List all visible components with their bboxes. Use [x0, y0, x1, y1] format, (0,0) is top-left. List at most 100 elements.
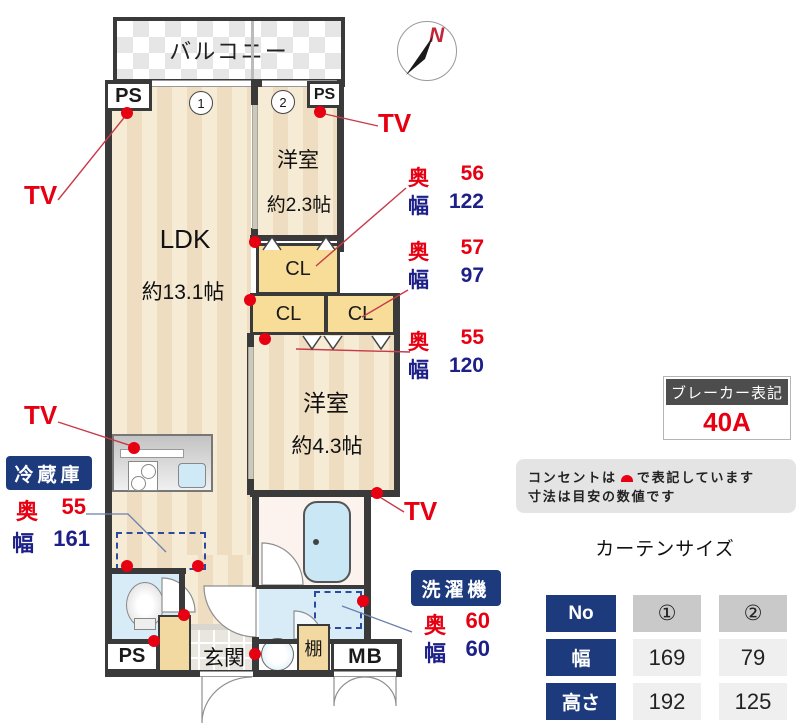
closet-label: CL [285, 257, 311, 280]
note-line-2: 寸法は目安の数値です [528, 489, 677, 504]
tv-annotation: TV [378, 108, 412, 138]
wall-toilet-top [105, 568, 186, 574]
wall-partition-stub-top [251, 87, 258, 105]
curtain-col1-height: 192 [633, 683, 701, 720]
window-1 [152, 80, 251, 87]
bathtub [303, 501, 351, 583]
ps-label: PS [115, 84, 142, 107]
outlet-dot [249, 648, 261, 660]
width-label: 幅 [408, 269, 429, 292]
curtain-col2-width: 79 [719, 639, 787, 676]
window-2 [262, 80, 337, 87]
wall-bath-laundry-divider [256, 585, 368, 589]
width-value: 161 [53, 526, 90, 551]
tv-annotation: TV [404, 496, 438, 526]
outlet-dot [178, 609, 190, 621]
outlet-dot [192, 560, 204, 572]
curtain-col1-no: ① [633, 595, 701, 632]
outlet-dot [121, 560, 133, 572]
kitchen-shelf [120, 449, 184, 458]
tv-annotation: TV [24, 400, 58, 430]
width-label: 幅 [12, 531, 35, 556]
depth-label: 奥 [16, 499, 39, 524]
breaker-box: ブレーカー表記 40A [663, 376, 791, 440]
outlet-dot [314, 106, 326, 118]
stove-burner [141, 464, 156, 479]
mb-door-left-arc [333, 676, 366, 707]
closet-mid-width-row: 幅 97 [408, 264, 484, 294]
kitchen-counter [112, 434, 213, 492]
fridge-width-row: 幅 161 [12, 526, 90, 558]
curtain-title: カーテンサイズ [595, 539, 735, 560]
sliding-door-room-large [248, 347, 254, 479]
closet-label: CL [347, 302, 374, 325]
wall-room-large-bottom [250, 490, 400, 497]
tv-annotation: TV [24, 180, 58, 210]
sliding-door-room-small [252, 105, 258, 229]
depth-value: 57 [460, 236, 484, 259]
outlet-dot [121, 107, 133, 119]
window-2-number-text: 2 [279, 94, 287, 110]
closet-bottom-left: CL [250, 293, 327, 335]
ldk-size: 約13.1帖 [141, 281, 225, 304]
depth-value: 56 [460, 162, 484, 185]
wall-room-small-right [337, 80, 344, 252]
curtain-row-header-width: 幅 [546, 639, 616, 676]
depth-label: 奥 [408, 331, 429, 354]
window-1-number: 1 [189, 91, 213, 115]
mb-sill [334, 671, 396, 677]
room-large-floor [254, 335, 394, 490]
outlet-dot [148, 635, 160, 647]
room-small-name: 洋室 [277, 149, 319, 172]
tv-leader-room-large [377, 495, 405, 513]
wall-room-large-right [394, 293, 400, 497]
kitchen-sink [178, 463, 206, 488]
curtain-col2-height: 125 [719, 683, 787, 720]
depth-value: 55 [460, 326, 484, 349]
wall-partition-stub-bottom [251, 228, 258, 241]
fridge-tag: 冷蔵庫 [6, 456, 92, 490]
width-label: 幅 [408, 195, 429, 218]
balcony-divider [251, 21, 254, 79]
ldk-floor [112, 87, 251, 572]
curtain-col1-width: 169 [633, 639, 701, 676]
stove-burner [131, 476, 146, 491]
outlet-dot [244, 294, 256, 306]
depth-label: 奥 [408, 241, 429, 264]
curtain-row-header-no: No [546, 595, 616, 632]
window-1-number-text: 1 [197, 95, 205, 111]
outlet-dot [128, 442, 140, 454]
note-box: コンセントはで表記しています 寸法は目安の数値です [516, 459, 796, 513]
wall-bottom [105, 670, 402, 677]
entrance-door-arc [201, 676, 253, 724]
ps-box-bottom: PS [105, 641, 159, 672]
room-large-size: 約4.3帖 [291, 435, 363, 458]
curtain-col2-no: ② [719, 595, 787, 632]
width-value: 97 [460, 264, 484, 287]
genkan-label: 玄関 [203, 647, 245, 670]
breaker-title: ブレーカー表記 [666, 379, 788, 405]
depth-label: 奥 [424, 613, 447, 638]
ps-box-top-right: PS [307, 81, 342, 108]
wall-bath-right [364, 490, 371, 641]
wall-left [105, 80, 112, 677]
compass-north-label: N [429, 24, 445, 47]
width-value: 60 [465, 636, 490, 661]
note-line1-pre: コンセントは [528, 470, 617, 485]
shelf-label: 棚 [304, 639, 323, 659]
ps-label: PS [313, 85, 336, 103]
wall-room-small-bottom [250, 235, 344, 241]
closet-label: CL [275, 302, 302, 325]
ldk-name: LDK [159, 224, 211, 254]
closet-low-depth-row: 奥 55 [408, 326, 484, 356]
compass: N [397, 21, 457, 81]
balcony: バルコニー [113, 17, 345, 83]
ps-label: PS [118, 645, 146, 667]
curtain-row-header-height: 高さ [546, 683, 616, 720]
outlet-dot [357, 595, 369, 607]
mb-door-right-arc [364, 676, 397, 707]
